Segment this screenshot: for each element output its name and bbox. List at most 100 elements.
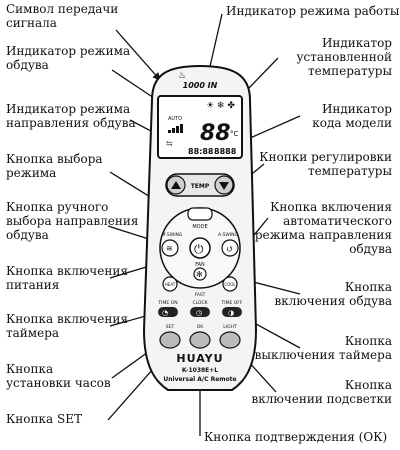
- lcd-clock: 88:88: [188, 147, 214, 156]
- auto-swing-icon: ↺: [226, 245, 234, 255]
- label-line: Кнопки регулировки: [259, 150, 392, 164]
- label-line: Кнопка ручного: [6, 200, 109, 214]
- swing-icon: ≋: [166, 244, 173, 253]
- label-line: Символ передачи: [6, 2, 119, 16]
- label-set-button: Кнопка SET: [6, 412, 82, 426]
- fan-button: [193, 267, 207, 281]
- lcd-auto-indicator: AUTO: [168, 116, 182, 122]
- timer-on-icon: ◔: [162, 309, 168, 317]
- label-set-temp-indicator: Индикатор установленной температуры: [297, 36, 393, 78]
- label-line: Кнопка подтверждения (ОК): [204, 430, 388, 444]
- temp-label: TEMP: [191, 183, 210, 190]
- label-line: режима направления: [254, 228, 392, 242]
- model-label: K-1038E+L: [182, 367, 218, 374]
- power-button: [189, 237, 211, 259]
- fast-label: FAST: [195, 292, 206, 298]
- label-timer-off-button: Кнопка выключения таймера: [255, 334, 392, 362]
- label-line: Кнопка SET: [6, 412, 82, 426]
- label-line: таймера: [6, 326, 60, 340]
- label-line: температуры: [308, 164, 392, 178]
- signal-symbol-icon: ♨: [178, 71, 186, 81]
- triangle-up-icon: [171, 181, 181, 189]
- timer-off-icon: ◑: [228, 309, 234, 317]
- timer-on-label: TIME ON: [157, 300, 177, 306]
- clock-button: [190, 307, 210, 317]
- label-temp-buttons: Кнопки регулировки температуры: [259, 150, 392, 178]
- line-signal-symbol: [115, 29, 161, 81]
- label-manual-direction-button: Кнопка ручного выбора направления обдува: [6, 200, 138, 242]
- label-line: установленной: [296, 50, 393, 64]
- mode-label: MODE: [192, 224, 207, 230]
- fan-icon: ✻: [196, 270, 203, 279]
- aswing-label: A.SWING: [218, 232, 238, 238]
- lcd-temperature: 88: [200, 121, 231, 146]
- mswing-button: [161, 239, 179, 257]
- set-button: [159, 331, 181, 349]
- timer-off-label: TIME OFF: [221, 300, 243, 306]
- label-power-button: Кнопка включения питания: [6, 264, 128, 292]
- label-line: выключения таймера: [254, 348, 392, 362]
- label-line: температуры: [308, 64, 392, 78]
- label-line: Кнопка включения: [270, 200, 392, 214]
- label-line: Индикатор: [321, 102, 392, 116]
- brand-logo: HUAYU: [176, 352, 223, 365]
- label-line: выбора направления: [6, 214, 139, 228]
- model-top-label: 1000 IN: [183, 81, 218, 90]
- clock-label: CLOCK: [192, 300, 208, 306]
- fan-level-icon: [168, 124, 183, 133]
- fan-label: FAN: [195, 262, 205, 268]
- set-label: SET: [166, 324, 175, 330]
- ok-button: [189, 331, 211, 349]
- light-label: LIGHT: [223, 324, 237, 330]
- label-timer-on-button: Кнопка включения таймера: [6, 312, 128, 340]
- mode-button: [187, 207, 213, 221]
- cool-label: COOL: [224, 282, 236, 287]
- lcd-model-code: 8888: [214, 147, 237, 156]
- aswing-button: [221, 239, 239, 257]
- label-line: Индикатор: [321, 36, 392, 50]
- label-line: установки часов: [6, 376, 111, 390]
- label-fan-direction-indicator: Индикатор режима направления обдува: [6, 102, 136, 130]
- label-line: направления обдува: [6, 116, 136, 130]
- light-button: [219, 331, 241, 349]
- cool-button: [222, 276, 238, 292]
- label-line: Кнопка: [344, 334, 392, 348]
- label-line: Кнопка включения: [6, 264, 128, 278]
- label-line: питания: [6, 278, 60, 292]
- label-line: Кнопка выбора: [6, 152, 103, 166]
- label-line: обдува: [6, 58, 49, 72]
- ok-label: OK: [197, 324, 205, 330]
- label-signal-symbol: Символ передачи сигнала: [6, 2, 118, 30]
- heat-button: [162, 276, 178, 292]
- label-fan-button: Кнопка включения обдува: [274, 280, 392, 308]
- label-line: Кнопка включения: [6, 312, 128, 326]
- label-line: Индикатор режима: [6, 102, 131, 116]
- timer-off-button: [222, 307, 242, 317]
- triangle-down-icon: [219, 182, 229, 190]
- label-line: сигнала: [6, 16, 57, 30]
- timer-on-button: [158, 307, 178, 317]
- label-line: кода модели: [312, 116, 392, 130]
- caption-label: Universal A/C Remote: [163, 376, 236, 383]
- celsius-icon: °C: [230, 130, 239, 138]
- label-ok-button: Кнопка подтверждения (ОК): [204, 430, 387, 444]
- label-model-code-indicator: Индикатор кода модели: [312, 102, 392, 130]
- heat-label: HEAT: [165, 282, 176, 287]
- label-line: автоматического: [283, 214, 392, 228]
- label-line: включении подсветки: [251, 392, 393, 406]
- label-line: Кнопка: [6, 362, 54, 376]
- mode-icons: ☀ ❄ ✤: [206, 101, 235, 111]
- clock-icon: ◷: [196, 309, 203, 317]
- power-icon: ⏻: [194, 242, 204, 256]
- label-mode-button: Кнопка выбора режима: [6, 152, 103, 180]
- mswing-label: M.SWING: [162, 232, 183, 238]
- label-line: Индикатор режима: [6, 44, 131, 58]
- lcd-screen: [157, 95, 243, 159]
- label-work-mode-indicator: Индикатор режима работы: [226, 4, 399, 18]
- label-clock-button: Кнопка установки часов: [6, 362, 111, 390]
- label-line: режима: [6, 166, 57, 180]
- swing-direction-icon: ⇆: [166, 139, 173, 148]
- label-line: включения обдува: [274, 294, 392, 308]
- label-line: обдува: [6, 228, 49, 242]
